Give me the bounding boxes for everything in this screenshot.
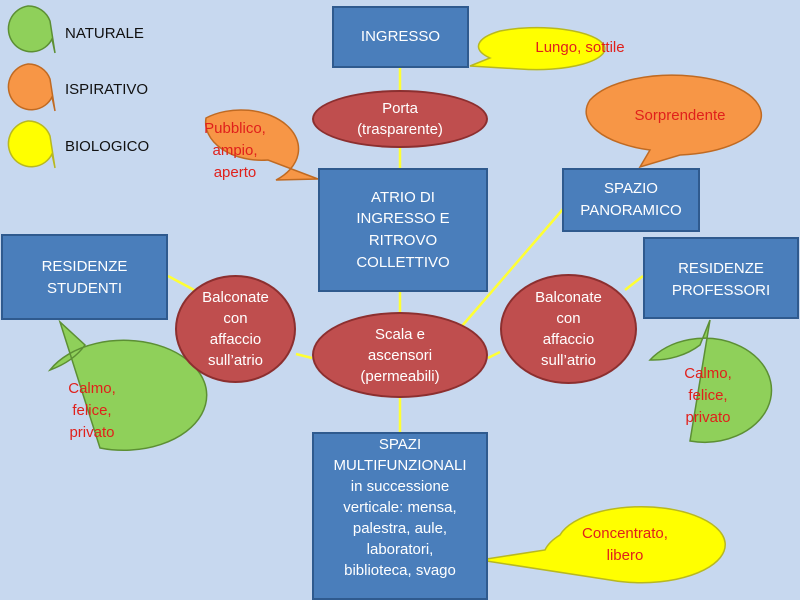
legend-natural-marker bbox=[7, 5, 56, 54]
connector-residenze-professori-balconate bbox=[624, 275, 644, 291]
bubble-concentrato-shape bbox=[479, 505, 726, 584]
box-residenze-professori: RESIDENZE PROFESSORI bbox=[643, 237, 799, 319]
legend-label-natural: NATURALE bbox=[65, 25, 144, 42]
ellipse-balconate-right: Balconate con affaccio sull’atrio bbox=[500, 274, 637, 384]
bubble-calmo-right-text: Calmo, felice, privato bbox=[684, 365, 732, 426]
bubble-pubblico-text: Pubblico, ampio, aperto bbox=[204, 120, 266, 181]
bubble-calmo-right-shape bbox=[648, 319, 773, 443]
connector-residenze-studenti-balconate bbox=[167, 274, 197, 293]
bubble-lungo-shape bbox=[469, 26, 606, 71]
legend-label-inspirational: ISPIRATIVO bbox=[65, 81, 149, 98]
box-ingresso: INGRESSO bbox=[332, 6, 469, 68]
connector-scala-balconate-left bbox=[295, 352, 313, 360]
ellipse-balconate-left: Balconate con affaccio sull’atrio bbox=[175, 275, 296, 383]
bubble-calmo-left-text: Calmo, felice, privato bbox=[68, 380, 116, 441]
bubble-concentrato-text: Concentrato, libero bbox=[582, 525, 668, 564]
legend-inspirational-marker bbox=[7, 63, 56, 112]
connector-scala-balconate-right bbox=[487, 350, 501, 360]
legend-label-biological: BIOLOGICO bbox=[65, 138, 150, 155]
box-spazi-multifunzionali: SPAZI MULTIFUNZIONALI in successione ver… bbox=[312, 432, 488, 600]
ellipse-porta: Porta (trasparente) bbox=[312, 90, 488, 148]
bubble-pubblico-shape bbox=[204, 109, 319, 181]
box-atrio: ATRIO DI INGRESSO E RITROVO COLLETTIVO bbox=[318, 168, 488, 292]
bubble-sorprendente-shape bbox=[585, 74, 763, 169]
legend-biological-marker bbox=[7, 120, 56, 169]
box-residenze-studenti: RESIDENZE STUDENTI bbox=[1, 234, 168, 320]
bubble-calmo-left-shape bbox=[47, 319, 208, 452]
connector-scala-panoramico bbox=[461, 200, 571, 327]
bubble-lungo-text: Lungo, sottile bbox=[535, 39, 625, 57]
ellipse-scala: Scala e ascensori (permeabili) bbox=[312, 312, 488, 398]
bubble-sorprendente-text: Sorprendente bbox=[634, 107, 726, 125]
box-spazio-panoramico: SPAZIO PANORAMICO bbox=[562, 168, 700, 232]
